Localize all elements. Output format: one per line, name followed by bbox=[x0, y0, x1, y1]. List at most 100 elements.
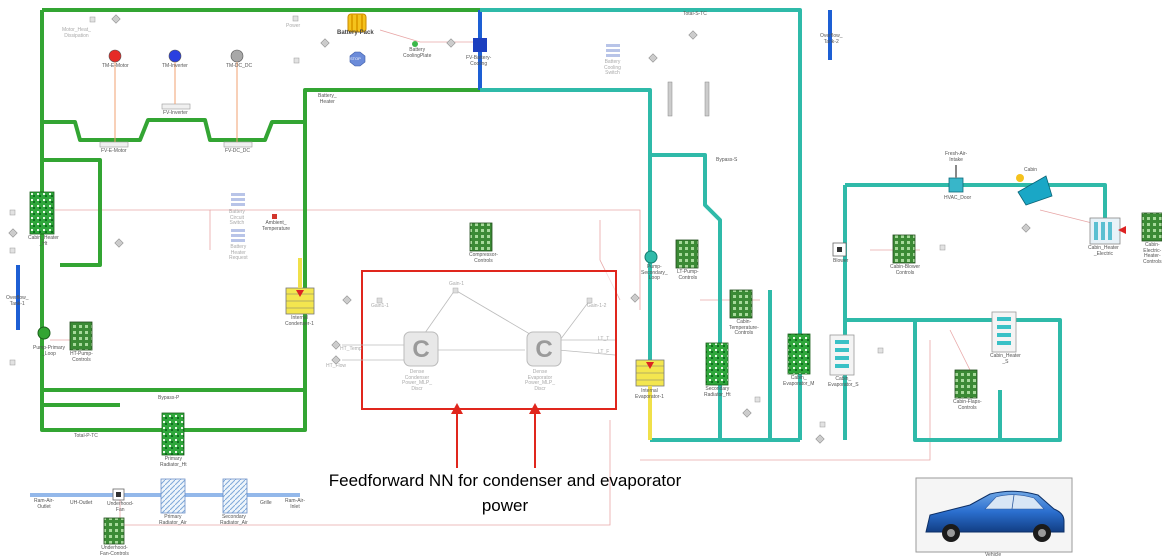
fv-e-motor-label: FV-E-Motor bbox=[101, 148, 127, 154]
cabin-evaporator-m-label: Cabin_ Evaporator_M bbox=[783, 375, 815, 387]
total-s-tc-label: Total-S-TC bbox=[683, 11, 707, 17]
battery-heater-label: Battery_ Heater bbox=[318, 93, 337, 105]
secondary-radiator-ht bbox=[705, 342, 729, 386]
secondary-radiator-air-label: Secondary Radiator_Air bbox=[220, 514, 248, 526]
battery-pack bbox=[347, 13, 367, 33]
ht-flow-label: HT_Flow bbox=[326, 363, 347, 369]
battery-cooling-switch-label: Battery Cooling Switch bbox=[604, 59, 621, 76]
uh-outlet-label: UH-Outlet bbox=[70, 500, 93, 506]
battery-pack-label: Battery-Pack bbox=[337, 30, 374, 36]
tm-inverter-label: TM-Inverter bbox=[162, 63, 188, 69]
bypass-p-label: Bypass-P bbox=[158, 395, 180, 401]
vehicle-icon bbox=[915, 477, 1073, 553]
stop-sign bbox=[349, 51, 366, 67]
lt-pump-controls bbox=[675, 239, 699, 269]
cabin-box bbox=[1016, 174, 1053, 206]
overflow-tank-2-label: Overflow_ Tank-2 bbox=[820, 33, 843, 45]
battery-cooling-plate bbox=[412, 41, 418, 47]
battery-cooling-switch bbox=[606, 44, 620, 57]
ambient-temperature-label: Ambient_ Temperature bbox=[262, 220, 291, 232]
caption-line-1: Feedforward NN for condenser and evapora… bbox=[328, 471, 682, 490]
overflow-tank-1-label: Overflow_ Tank-1 bbox=[6, 295, 29, 307]
underhood-fan-controls-label: Underhood- Fan-Controls bbox=[100, 545, 129, 557]
underhood-fan-label: Underhood- Fan bbox=[107, 501, 134, 513]
cabin-blower-controls-label: Cabin-Blower Controls bbox=[890, 264, 921, 276]
ram-air-outlet-label: Ram-Air- Outlet bbox=[34, 498, 54, 510]
cabin-flaps-controls bbox=[954, 369, 978, 399]
battery-circuit-switch-label: Battery Circuit Switch bbox=[229, 209, 245, 226]
expansion-tank-2 bbox=[704, 81, 710, 117]
secondary-radiator-air bbox=[222, 478, 248, 514]
pump-primary-loop-label: Pump-Primary _Loop bbox=[33, 345, 65, 357]
cabin-evaporator-s-label: Cabin_ Evaporator_S bbox=[828, 376, 859, 388]
nn-evaporator-label: Dense Evaporator Power_MLP_ Discr bbox=[525, 369, 556, 392]
cabin-flaps-controls-label: Cabin-Flaps- Controls bbox=[953, 399, 982, 411]
underhood-fan-controls bbox=[103, 517, 125, 545]
cabin-electric-heater-controls bbox=[1141, 212, 1162, 242]
blower-label: Blower bbox=[833, 258, 849, 264]
nn-condenser-label: Dense Condenser Power_MLP_ Discr bbox=[402, 369, 433, 392]
fresh-air-intake-label: Fresh-Air- Intake bbox=[945, 151, 968, 163]
ambient-temperature bbox=[272, 214, 277, 219]
power-label: Power bbox=[286, 23, 301, 29]
internal-condenser-label: Internal Condenser-1 bbox=[285, 315, 314, 327]
cabin-heater-ht-label: Cabin_Heater _Ht bbox=[28, 235, 59, 247]
internal-condenser bbox=[285, 258, 315, 315]
lt-f-label: LT_F bbox=[598, 349, 610, 355]
internal-evaporator-label: Internal Evaporator-1 bbox=[635, 388, 664, 400]
tm-e-motor-node bbox=[108, 49, 122, 63]
hvac-door-label: HVAC_Door bbox=[944, 195, 972, 201]
battery-heater-request-label: Battery Heater Request bbox=[229, 244, 248, 261]
lt-pump-controls-label: LT-Pump- Controls bbox=[677, 269, 699, 281]
cabin-blower-controls bbox=[892, 234, 916, 264]
ht-temp-label: HT_Temp bbox=[340, 346, 362, 352]
caption-line-2: power bbox=[481, 496, 529, 515]
lt-t-label: LT_T bbox=[598, 336, 610, 342]
lt-coolant-loop bbox=[480, 8, 1107, 442]
stop-label: STOP bbox=[350, 56, 361, 61]
nn-condenser-block: C bbox=[403, 331, 439, 367]
ht-coolant-loop bbox=[40, 8, 480, 432]
fv-inverter-label: FV-Inverter bbox=[163, 110, 188, 116]
gain-1-2-label: Gain-1-2 bbox=[587, 303, 607, 309]
cabin-temperature-controls-label: Cabin- Temperature- Controls bbox=[729, 319, 759, 336]
battery-heater-request bbox=[231, 229, 245, 242]
ht-pump-controls-label: HT-Pump- Controls bbox=[70, 351, 93, 363]
thermal-links bbox=[114, 62, 238, 142]
fv-e-motor bbox=[99, 141, 129, 148]
tm-dc-dc-node bbox=[230, 49, 244, 63]
nn-highlight-group: C C bbox=[342, 270, 617, 410]
motor-heat-label: Motor_Heat_ Dissipation bbox=[62, 27, 91, 39]
primary-radiator-air bbox=[160, 478, 186, 514]
grille-label: Grille bbox=[260, 500, 272, 506]
caption-arrows bbox=[451, 403, 541, 468]
small-squares bbox=[9, 15, 946, 428]
hvac-door bbox=[948, 165, 964, 193]
cabin-heater-electric-label: Cabin_Heater _Electric bbox=[1088, 245, 1119, 257]
pump-secondary-loop-label: Pump- Secondary_ Loop bbox=[641, 264, 668, 281]
ram-air-inlet-label: Ram-Air- Inlet bbox=[285, 498, 305, 510]
battery-circuit-switch bbox=[231, 193, 245, 206]
internal-evaporator bbox=[635, 359, 665, 440]
primary-radiator-ht bbox=[161, 412, 185, 456]
nn-evaporator-block: C bbox=[526, 331, 562, 367]
primary-radiator-ht-label: Primary Radiator_Ht bbox=[160, 456, 187, 468]
junction-nodes bbox=[8, 14, 1031, 444]
cabin-label: Cabin bbox=[1024, 167, 1038, 173]
heater-arrow bbox=[1118, 226, 1126, 234]
compressor-controls-label: Compressor- Controls bbox=[469, 252, 498, 264]
fv-inverter bbox=[161, 103, 191, 110]
fv-battery-cooling bbox=[473, 38, 487, 52]
caption: Feedforward NN for condenser and evapora… bbox=[255, 468, 755, 518]
fv-dc-dc bbox=[223, 141, 253, 148]
compressor-controls bbox=[469, 222, 493, 252]
pump-secondary-loop bbox=[644, 250, 658, 264]
ht-pump-controls bbox=[69, 321, 93, 351]
cabin-electric-heater-controls-label: Cabin- Electric- Heater- Controls bbox=[1143, 242, 1162, 265]
pump-primary-loop bbox=[37, 326, 51, 340]
gain-1-1-label: Gain1-1 bbox=[371, 303, 389, 309]
battery-cooling-plate-label: Battery CoolingPlate bbox=[403, 47, 432, 59]
primary-radiator-air-label: Primary Radiator_Air bbox=[159, 514, 187, 526]
cabin-heater-s-label: Cabin_Heater _S bbox=[990, 353, 1021, 365]
